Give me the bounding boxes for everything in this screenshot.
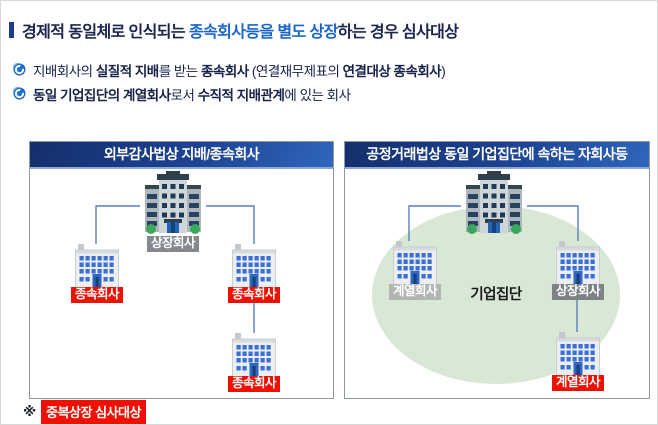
footnote: ※ 중복상장 심사대상 <box>23 400 146 424</box>
affiliate-bottom-label: 계열회사 <box>551 375 605 391</box>
b1-seg4: (연결재무제표의 <box>248 63 343 79</box>
panel-right-header: 공정거래법상 동일 기업집단에 속하는 자회사등 <box>345 142 649 169</box>
b2-seg1: 로서 <box>170 87 198 103</box>
page-title-row: 경제적 동일체로 인식되는 종속회사등을 별도 상장하는 경우 심사대상 <box>1 1 657 42</box>
b2-seg2: 수직적 지배관계 <box>197 87 285 103</box>
b2-seg3: 에 있는 회사 <box>284 87 351 103</box>
office-building-icon <box>231 333 277 377</box>
footnote-marker: ※ <box>23 404 37 419</box>
business-group-label: 기업집단 <box>470 287 522 303</box>
connector-lines <box>95 205 255 333</box>
panel-external-audit-law: 외부감사법상 지배/종속회사 상장회사 종속회사 종속회사 종속회사 <box>29 141 334 399</box>
title-highlight: 종속회사등을 별도 상장 <box>188 24 339 41</box>
b1-seg6: ) <box>441 63 446 79</box>
office-building-icon <box>74 244 120 288</box>
office-building-icon <box>461 171 527 237</box>
panel-right-diagram: 계열회사 기업집단 상장회사 계열회사 <box>345 169 649 398</box>
bullet-item-2: 동일 기업집단의 계열회사로서 수직적 지배관계에 있는 회사 <box>13 83 657 104</box>
b1-seg3: 종속회사 <box>200 63 249 79</box>
title-pre: 경제적 동일체로 인식되는 <box>22 24 189 41</box>
bullet-text-1: 지배회사의 실질적 지배를 받는 종속회사 (연결재무제표의 연결대상 종속회사… <box>33 60 446 80</box>
swirl-bullet-icon <box>13 87 26 100</box>
subsidiary-right-label: 종속회사 <box>227 287 281 303</box>
bullet-list: 지배회사의 실질적 지배를 받는 종속회사 (연결재무제표의 연결대상 종속회사… <box>13 59 657 104</box>
listed-company-label: 상장회사 <box>551 284 605 300</box>
office-building-icon <box>392 241 438 285</box>
footnote-badge: 중복상장 심사대상 <box>41 400 146 424</box>
swirl-bullet-icon <box>13 63 26 76</box>
office-building-icon <box>231 244 277 288</box>
panel-left-diagram: 상장회사 종속회사 종속회사 종속회사 <box>30 169 333 398</box>
panel-left-header: 외부감사법상 지배/종속회사 <box>30 142 333 169</box>
office-building-icon <box>555 332 601 376</box>
bullet-text-2: 동일 기업집단의 계열회사로서 수직적 지배관계에 있는 회사 <box>33 84 351 104</box>
page-title: 경제적 동일체로 인식되는 종속회사등을 별도 상장하는 경우 심사대상 <box>22 18 459 42</box>
b1-seg5: 연결대상 종속회사 <box>342 63 442 79</box>
b2-seg0: 동일 기업집단의 계열회사 <box>33 87 171 103</box>
office-building-icon <box>140 171 206 237</box>
subsidiary-left-label: 종속회사 <box>70 287 124 303</box>
title-accent-bar <box>9 22 14 38</box>
bullet-item-1: 지배회사의 실질적 지배를 받는 종속회사 (연결재무제표의 연결대상 종속회사… <box>13 59 657 80</box>
title-post: 하는 경우 심사대상 <box>337 24 459 41</box>
office-building-icon <box>555 241 601 285</box>
affiliate-left-label: 계열회사 <box>388 284 442 300</box>
listed-company-label: 상장회사 <box>146 236 200 252</box>
b1-seg0: 지배회사의 <box>33 63 96 79</box>
b1-seg2: 를 받는 <box>158 63 201 79</box>
subsidiary-bottom-label: 종속회사 <box>227 376 281 392</box>
panel-fair-trade-law: 공정거래법상 동일 기업집단에 속하는 자회사등 계열회사 기업집단 상장회사 … <box>344 141 650 399</box>
b1-seg1: 실질적 지배 <box>95 63 159 79</box>
